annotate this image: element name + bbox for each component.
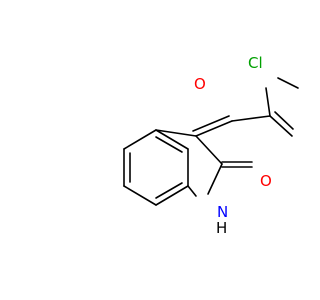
benzene-ring xyxy=(123,129,189,206)
atom-hydrogen: H xyxy=(216,219,228,237)
atom-oxygen-furan: O xyxy=(194,75,206,93)
bond xyxy=(155,129,189,150)
structure-svg xyxy=(123,77,299,206)
bond xyxy=(195,135,223,165)
atom-nitrogen: N xyxy=(217,203,229,221)
bond xyxy=(207,163,223,195)
furan-ring xyxy=(265,77,299,137)
bond xyxy=(277,77,299,89)
bond xyxy=(155,185,189,206)
bond xyxy=(195,120,233,137)
bond xyxy=(265,87,271,117)
bond xyxy=(155,182,183,199)
bond xyxy=(269,115,293,137)
bond xyxy=(123,185,157,206)
bond xyxy=(231,115,271,122)
molecule-diagram: O Cl O N H xyxy=(123,54,299,237)
atom-oxygen-carbonyl: O xyxy=(260,172,272,190)
lactam-ring xyxy=(155,129,253,197)
atom-chlorine: Cl xyxy=(248,54,263,72)
bond xyxy=(274,111,294,130)
methylidene-linker xyxy=(192,115,271,137)
bond xyxy=(155,136,183,153)
bond xyxy=(192,115,230,132)
bond xyxy=(155,129,197,137)
bond xyxy=(187,185,197,197)
bond xyxy=(123,129,157,150)
